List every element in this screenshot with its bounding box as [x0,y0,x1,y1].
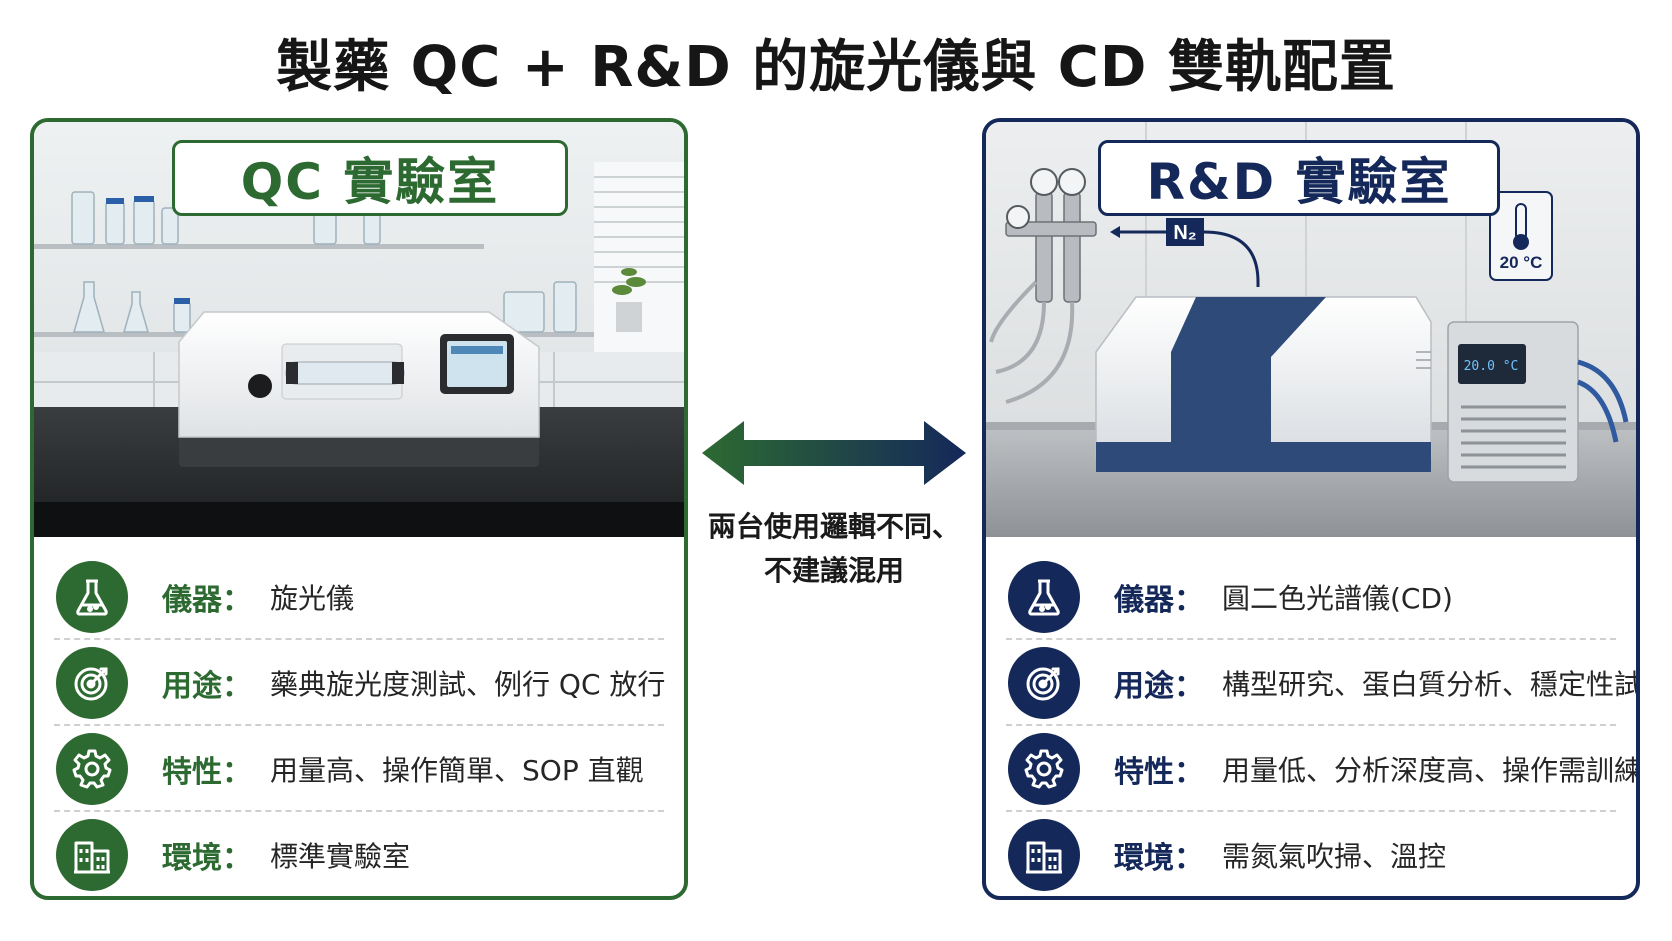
spec-value: 需氮氣吹掃、溫控 [1222,840,1447,873]
spec-key: 環境： [162,841,252,876]
list-item: 環境： 標準實驗室 [34,812,684,896]
gas-tag: N₂ [1173,222,1196,244]
flask-icon [56,561,128,633]
target-icon [1008,647,1080,719]
list-item: 環境： 需氮氣吹掃、溫控 [986,812,1636,896]
divider [54,638,664,640]
gear-icon [56,733,128,805]
divider [1006,724,1616,726]
chiller-display: 20.0 °C [1464,359,1519,374]
list-item: 特性： 用量低、分析深度高、操作需訓練 [986,726,1636,812]
target-icon [56,647,128,719]
spec-value: 標準實驗室 [270,840,411,873]
list-item: 儀器： 圓二色光譜儀(CD) [986,554,1636,640]
qc-lab-title: QC 實驗室 [172,140,568,216]
spec-value: 圓二色光譜儀(CD) [1222,582,1453,615]
qc-lab-panel: QC 實驗室 儀器： 旋光儀 用途： 藥典旋光度測試、例行 QC 放行 [30,118,688,900]
spec-key: 特性： [162,755,252,790]
usage-note-line: 兩台使用邏輯不同、 [707,510,960,543]
spec-value: 用量高、操作簡單、SOP 直觀 [270,754,644,787]
spec-value: 用量低、分析深度高、操作需訓練 [1222,754,1640,787]
spec-key: 用途： [162,669,252,704]
list-item: 用途： 藥典旋光度測試、例行 QC 放行 [34,640,684,726]
rd-lab-panel: N₂ 20 °C 20.0 °C R [982,118,1640,900]
usage-note: 兩台使用邏輯不同、 不建議混用 [698,505,970,593]
divider [1006,810,1616,812]
building-icon [56,819,128,891]
spec-key: 用途： [1114,669,1204,704]
spec-key: 儀器： [162,583,252,618]
page-title: 製藥 QC + R&D 的旋光儀與 CD 雙軌配置 [276,35,1396,100]
qc-spec-list: 儀器： 旋光儀 用途： 藥典旋光度測試、例行 QC 放行 特性： [34,554,684,896]
building-icon [1008,819,1080,891]
spec-value: 藥典旋光度測試、例行 QC 放行 [270,668,666,701]
list-item: 特性： 用量高、操作簡單、SOP 直觀 [34,726,684,812]
spec-key: 儀器： [1114,583,1204,618]
rd-spec-list: 儀器： 圓二色光譜儀(CD) 用途： 構型研究、蛋白質分析、穩定性試驗 [986,554,1636,896]
spec-key: 特性： [1114,755,1204,790]
divider [54,724,664,726]
list-item: 儀器： 旋光儀 [34,554,684,640]
spec-key: 環境： [1114,841,1204,876]
divider [54,810,664,812]
divider [1006,638,1616,640]
double-arrow-icon [702,421,966,485]
temperature-tag: 20 °C [1500,253,1543,272]
list-item: 用途： 構型研究、蛋白質分析、穩定性試驗 [986,640,1636,726]
spec-value: 構型研究、蛋白質分析、穩定性試驗 [1222,668,1640,701]
gear-icon [1008,733,1080,805]
usage-note-line: 不建議混用 [763,554,904,587]
flask-icon [1008,561,1080,633]
spec-value: 旋光儀 [270,582,355,615]
rd-lab-title: R&D 實驗室 [1098,140,1500,216]
